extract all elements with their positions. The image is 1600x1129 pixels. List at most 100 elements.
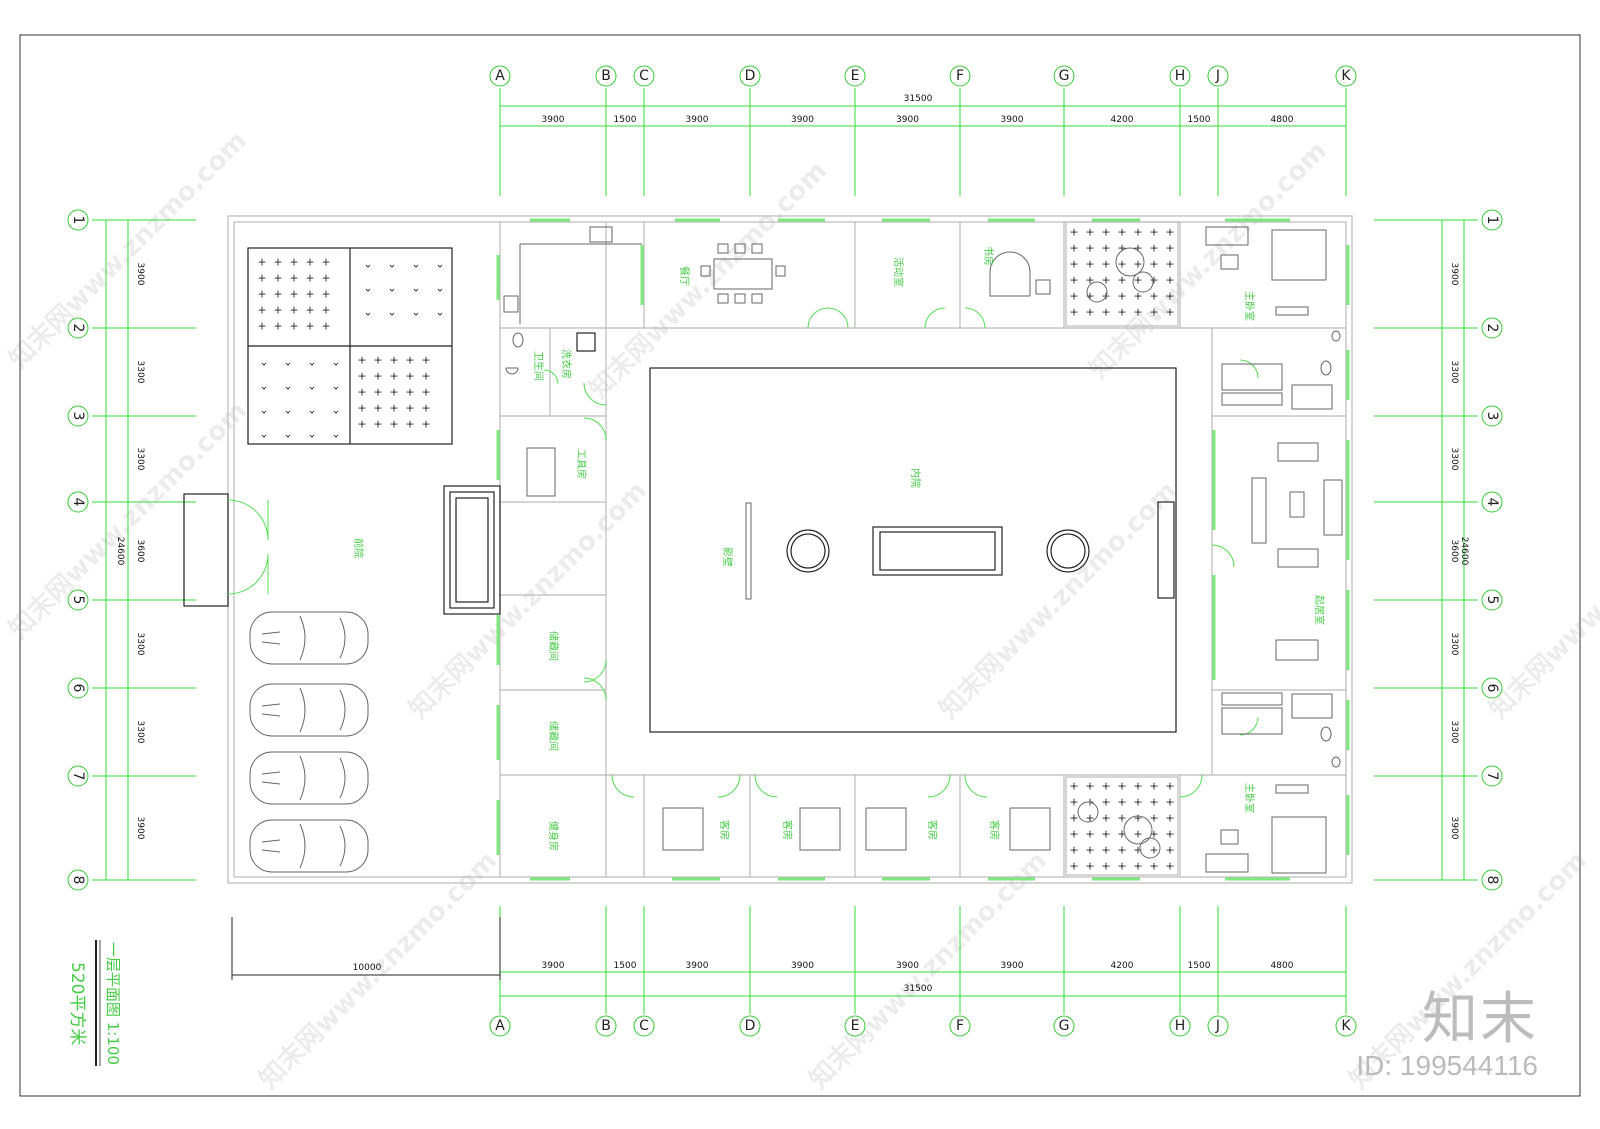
hatch-mark: +	[421, 386, 430, 399]
axis-label-left-2: 2	[70, 324, 86, 333]
hatch-mark: +	[1069, 812, 1078, 825]
axis-label-right-4: 4	[1484, 498, 1500, 507]
hatch-mark: +	[1085, 306, 1094, 319]
hatch-mark: ⌄	[411, 282, 420, 295]
hatch-mark: +	[273, 256, 282, 269]
dim-bottom-7: 1500	[1188, 961, 1211, 971]
hatch-mark: +	[1165, 780, 1174, 793]
hatch-mark: +	[1165, 828, 1174, 841]
axis-bubble-right-1	[1481, 209, 1503, 231]
dim-bottom-2: 3900	[686, 961, 709, 971]
axis-bubble-top-K	[1335, 65, 1357, 87]
hatch-mark: +	[405, 354, 414, 367]
axis-bubble-left-7	[67, 765, 89, 787]
hatch-mark: +	[1165, 796, 1174, 809]
hatch-mark: +	[1069, 860, 1078, 873]
dim-right-0: 3900	[1449, 263, 1459, 286]
hatch-mark: ⌄	[307, 404, 316, 417]
hatch-mark: +	[273, 288, 282, 301]
hatch-mark: +	[1085, 290, 1094, 303]
axis-label-left-7: 7	[70, 772, 86, 781]
hatch-mark: +	[389, 418, 398, 431]
axis-label-top-D: D	[745, 68, 756, 84]
axis-bubble-bottom-C	[633, 1015, 655, 1037]
axis-bubble-right-2	[1481, 317, 1503, 339]
dim-right-1: 3300	[1449, 361, 1459, 384]
car-2	[249, 683, 369, 737]
hatch-mark: ⌄	[259, 380, 268, 393]
axis-bubble-right-4	[1481, 491, 1503, 513]
hatch-mark: +	[1165, 812, 1174, 825]
hatch-mark: +	[1149, 226, 1158, 239]
hatch-mark: +	[257, 256, 266, 269]
dim-top-2: 3900	[686, 115, 709, 125]
axis-bubble-top-C	[633, 65, 655, 87]
axis-bubble-bottom-K	[1335, 1015, 1357, 1037]
label-living: 起居室	[1313, 595, 1326, 625]
bottom-left-dim: 10000	[353, 963, 382, 973]
label-guest-4: 客房	[988, 820, 1001, 840]
label-front-yard: 前院	[352, 538, 365, 558]
axis-label-right-6: 6	[1484, 684, 1500, 693]
axis-label-right-2: 2	[1484, 324, 1500, 333]
hatch-mark: ⌄	[331, 356, 340, 369]
hatch-mark: +	[1085, 828, 1094, 841]
dim-bottom-4: 3900	[896, 961, 919, 971]
axis-label-top-F: F	[956, 68, 964, 84]
label-wc: 卫生间	[532, 351, 545, 381]
hatch-mark: +	[1069, 290, 1078, 303]
dim-right-4: 3300	[1449, 633, 1459, 656]
watermark-layer: 知末网www.znzmo.com 知末网www.znzmo.com 知末网www…	[4, 126, 1600, 1095]
windows	[496, 218, 1350, 881]
hatch-mark: +	[373, 386, 382, 399]
hatch-mark: +	[1149, 274, 1158, 287]
axis-bubble-top-H	[1169, 65, 1191, 87]
axis-bubble-right-3	[1481, 405, 1503, 427]
hatch-mark: ⌄	[387, 258, 396, 271]
axis-label-top-H: H	[1175, 68, 1186, 84]
hatch-mark: ⌄	[435, 306, 444, 319]
hatch-mark: +	[373, 370, 382, 383]
axis-bubble-left-3	[67, 405, 89, 427]
hatch-mark: ⌄	[363, 306, 372, 319]
hatch-mark: +	[373, 354, 382, 367]
car-3	[249, 751, 369, 805]
axis-bubble-top-A	[489, 65, 511, 87]
hatch-mark: +	[273, 320, 282, 333]
hatch-mark: +	[1165, 860, 1174, 873]
dim-bottom-6: 4200	[1111, 961, 1134, 971]
inner-court-features	[745, 501, 1175, 600]
hatch-mark: +	[321, 320, 330, 333]
label-storage-2: 储藏间	[547, 721, 560, 751]
hatch-mark: +	[421, 418, 430, 431]
axis-bubble-bottom-J	[1207, 1015, 1229, 1037]
hatch-mark: +	[1165, 226, 1174, 239]
brand-logo: 知末	[1422, 987, 1538, 1052]
hatch-mark: +	[1069, 828, 1078, 841]
dim-bottom-5: 3900	[1001, 961, 1024, 971]
hatch-mark: +	[1165, 242, 1174, 255]
hatch-mark: +	[305, 256, 314, 269]
hatch-mark: +	[1069, 306, 1078, 319]
hatch-mark: ⌄	[363, 258, 372, 271]
hatch-mark: +	[1101, 812, 1110, 825]
hatch-mark: +	[1149, 812, 1158, 825]
axis-label-left-8: 8	[70, 876, 86, 885]
dim-top-7: 1500	[1188, 115, 1211, 125]
hatch-mark: +	[1085, 258, 1094, 271]
hatch-mark: +	[373, 402, 382, 415]
hatch-mark: +	[1117, 812, 1126, 825]
room-labels: 前院 内院 影壁 餐厅 活动室 书房 主卧室 主卧室 卫生间 洗衣房 工具房 储…	[352, 246, 1326, 851]
hatch-mark: +	[1101, 226, 1110, 239]
hatch-mark: +	[289, 320, 298, 333]
hatch-mark: +	[1149, 306, 1158, 319]
axis-bubble-right-8	[1481, 869, 1503, 891]
axis-label-left-1: 1	[70, 216, 86, 225]
dim-right-2: 3300	[1449, 448, 1459, 471]
hatch-mark: +	[357, 386, 366, 399]
axis-label-top-K: K	[1341, 68, 1351, 84]
hatch-mark: +	[1149, 844, 1158, 857]
car-1	[249, 611, 369, 665]
hatch-mark: +	[289, 304, 298, 317]
